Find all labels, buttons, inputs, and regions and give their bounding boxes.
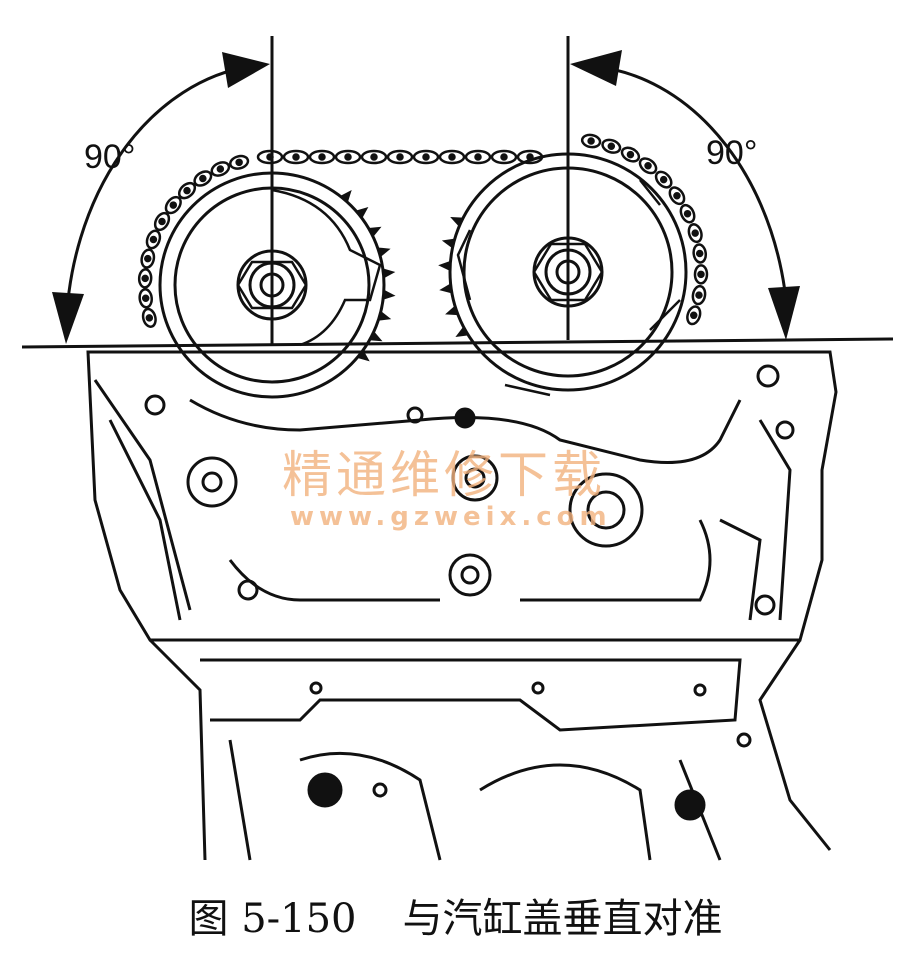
engine-timing-diagram: 90° 90° 精通维修下载 www.gzweix.com xyxy=(21,36,894,861)
sprocket-teeth-left xyxy=(340,190,396,362)
chain-pin xyxy=(673,191,681,200)
sprocket-tooth xyxy=(357,350,370,362)
bolt-boss-inner xyxy=(586,490,626,530)
head-inner-contour xyxy=(189,398,742,464)
chain-pin xyxy=(183,186,191,195)
chain-pin xyxy=(199,174,207,183)
chain-pin xyxy=(396,153,404,161)
chain-pin xyxy=(216,165,225,173)
bolt-boss-inner xyxy=(464,467,486,489)
sprocket-tooth xyxy=(438,260,451,271)
timing-chain xyxy=(137,133,709,328)
angle-arc-right xyxy=(587,64,790,326)
cylinder-head-outline xyxy=(86,350,838,642)
chain-pin xyxy=(695,249,704,258)
angle-arc-left xyxy=(64,64,253,331)
chain-pin xyxy=(448,153,456,161)
chain-pin xyxy=(318,153,326,161)
chain-pin xyxy=(344,153,352,161)
chain-pin xyxy=(141,274,149,283)
chain-pin xyxy=(370,153,378,161)
watermark-url: www.gzweix.com xyxy=(290,502,612,532)
arrowhead-left-bottom xyxy=(52,292,84,344)
bolt-hole xyxy=(309,681,323,695)
bolt-boss-inner xyxy=(460,565,480,585)
sprocket-tooth xyxy=(445,305,459,316)
arrowhead-right-top xyxy=(570,50,622,86)
bolt-hole xyxy=(754,594,776,616)
bolt-hole xyxy=(406,406,424,424)
chain-pin xyxy=(691,229,699,237)
chain-pin xyxy=(422,153,430,161)
sprocket-tooth xyxy=(340,190,352,203)
chain-pin xyxy=(158,217,166,226)
block-flange xyxy=(200,658,742,732)
chain-pin xyxy=(141,294,150,303)
left-side-bracket xyxy=(93,379,192,621)
arrowhead-left-top xyxy=(222,52,270,88)
bolt-boss xyxy=(448,553,492,597)
sprocket-tooth xyxy=(383,289,396,300)
chain-pin xyxy=(587,137,595,145)
angle-label-right: 90° xyxy=(706,134,757,172)
bolt-hole xyxy=(237,579,259,601)
sprocket-tooth xyxy=(441,238,455,249)
chain-pin xyxy=(697,270,705,279)
bolt-hole xyxy=(756,364,780,388)
bolt-hole xyxy=(531,681,545,695)
sprocket-tooth xyxy=(450,217,464,227)
cylinder-head-reference-line xyxy=(21,337,894,349)
bolt-hole xyxy=(674,789,706,821)
bolt-hole xyxy=(736,732,752,748)
bolt-hole xyxy=(693,683,707,697)
chain-pin xyxy=(683,209,692,218)
caption-text: 与汽缸盖垂直对准 xyxy=(402,896,723,942)
chain-pin xyxy=(695,291,703,299)
arrowhead-right-bottom xyxy=(768,286,800,340)
bolt-boss-inner xyxy=(201,471,223,493)
head-inner-contour-2 xyxy=(228,519,712,602)
chain-pin xyxy=(607,142,616,150)
bolt-hole xyxy=(144,394,166,416)
bolt-hole xyxy=(307,772,343,808)
chain-pin xyxy=(659,175,668,184)
engine-block-outline xyxy=(148,638,832,861)
caption-number: 图 5-150 xyxy=(188,896,357,942)
chain-pin xyxy=(145,314,154,322)
chain-pin xyxy=(292,153,300,161)
chain-pin xyxy=(169,201,178,209)
sprocket-tooth xyxy=(439,283,452,294)
chain-pin xyxy=(626,150,635,159)
sprocket-teeth-right xyxy=(438,217,469,337)
bolt-boss xyxy=(451,454,499,502)
chain-pin xyxy=(149,235,158,244)
chain-pin xyxy=(474,153,482,161)
chain-pin xyxy=(690,311,698,320)
bolt-hole-filled xyxy=(454,407,476,429)
sprocket-tooth xyxy=(368,226,382,237)
sprocket-tooth xyxy=(377,247,391,258)
figure-caption: 图 5-150 与汽缸盖垂直对准 xyxy=(0,886,911,944)
bolt-hole xyxy=(372,782,388,798)
right-side-bracket xyxy=(719,419,792,621)
block-lower-detail xyxy=(228,739,722,861)
chain-pin xyxy=(644,162,652,170)
chain-pin xyxy=(144,254,152,263)
sprocket-tooth xyxy=(382,268,396,279)
bolt-boss xyxy=(186,456,238,508)
sprocket-tooth xyxy=(378,311,392,321)
bolt-boss xyxy=(568,472,644,548)
sprocket-tooth xyxy=(355,206,369,219)
chain-pin xyxy=(235,158,243,167)
watermark-chinese: 精通维修下载 xyxy=(282,446,606,504)
bolt-hole xyxy=(775,420,795,440)
angle-label-left: 90° xyxy=(84,138,135,176)
sprocket-tooth xyxy=(369,331,383,342)
sprocket-tooth xyxy=(455,326,469,337)
chain-pin xyxy=(500,153,508,161)
